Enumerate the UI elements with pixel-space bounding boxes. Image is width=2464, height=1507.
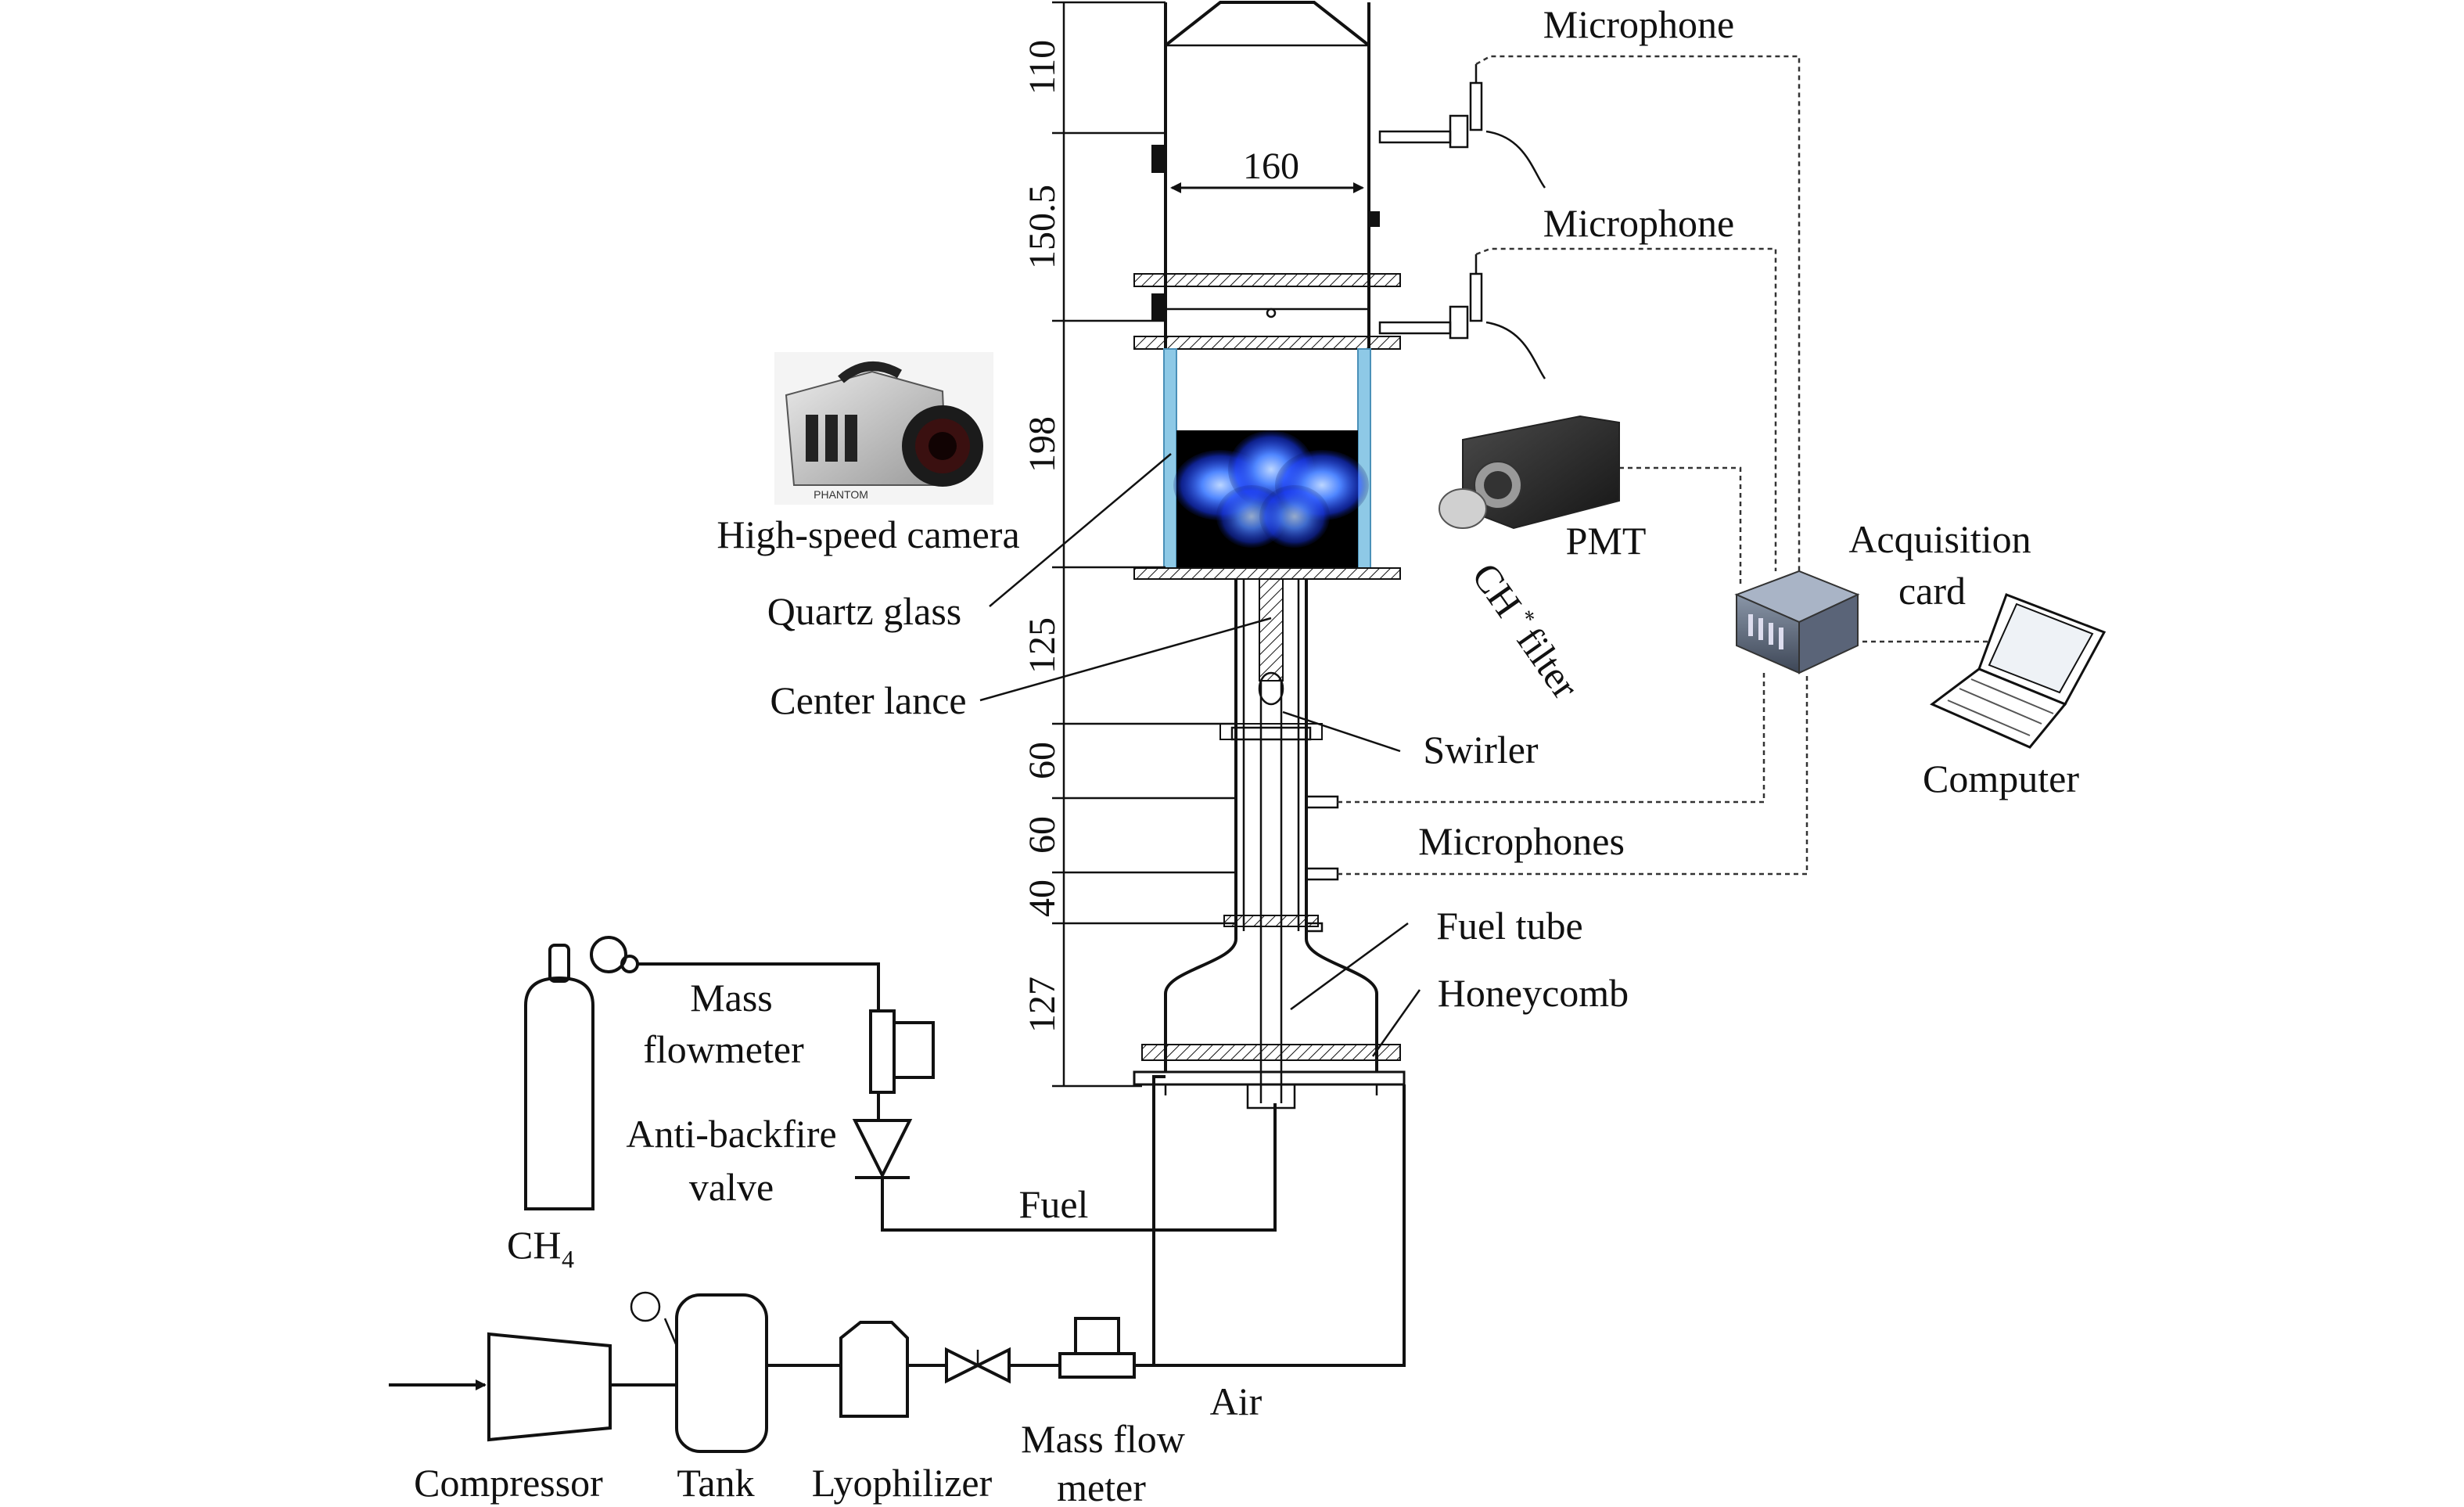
- dim-150-5: 150.5: [1022, 185, 1063, 269]
- label-microphones: Microphones: [1418, 819, 1625, 863]
- air-line: [389, 1075, 1406, 1453]
- leader-lines: [979, 453, 1421, 1057]
- dim-125: 125: [1022, 617, 1063, 674]
- label-air: Air: [1210, 1379, 1263, 1423]
- label-mass-flow-meter-line1: Mass flow: [1021, 1417, 1185, 1461]
- label-anti-backfire-line2: valve: [689, 1165, 774, 1209]
- acquisition-card-icon: [1734, 570, 1860, 674]
- label-compressor: Compressor: [414, 1461, 603, 1505]
- label-microphone-mid: Microphone: [1543, 201, 1734, 245]
- dim-40: 40: [1022, 879, 1063, 917]
- label-mass-flowmeter-line1: Mass: [690, 976, 773, 1020]
- label-swirler: Swirler: [1423, 728, 1539, 771]
- ch4-cylinder-icon: [524, 936, 639, 1210]
- camera-brand-text: PHANTOM: [814, 488, 868, 501]
- label-computer: Computer: [1923, 757, 2079, 800]
- label-tank: Tank: [677, 1461, 754, 1505]
- label-fuel: Fuel: [1019, 1182, 1089, 1226]
- svg-text:filter: filter: [1508, 619, 1588, 707]
- label-ch-filter: CH * filter: [1464, 555, 1588, 707]
- tank-icon: [675, 1293, 768, 1453]
- computer-icon: [1930, 593, 2107, 749]
- label-anti-backfire-line1: Anti-backfire: [626, 1112, 836, 1156]
- dim-60-b: 60: [1022, 816, 1063, 854]
- label-mass-flowmeter-line2: flowmeter: [643, 1027, 804, 1071]
- label-acquisition-line2: card: [1898, 569, 1966, 613]
- label-quartz-glass: Quartz glass: [767, 589, 962, 633]
- mass-flowmeter-fuel-icon: [869, 1009, 935, 1094]
- label-pmt: PMT: [1566, 519, 1647, 563]
- label-ch4: CH: [507, 1223, 561, 1267]
- label-acquisition-line1: Acquisition: [1848, 517, 2031, 561]
- signal-wires: [1338, 55, 2006, 876]
- label-honeycomb: Honeycomb: [1438, 971, 1629, 1015]
- high-speed-camera-icon: PHANTOM: [774, 352, 993, 505]
- upper-duct-flanges: [1133, 145, 1401, 350]
- label-lyophilizer: Lyophilizer: [812, 1461, 993, 1505]
- pressure-gauge-icon: [630, 1291, 661, 1322]
- label-ch4-sub: 4: [562, 1245, 574, 1273]
- compressor-icon: [487, 1332, 612, 1442]
- pmt-icon: [1439, 415, 1620, 530]
- label-fuel-tube: Fuel tube: [1436, 904, 1582, 948]
- mass-flow-meter-air-icon: [1058, 1352, 1136, 1379]
- fuel-pipe: [638, 962, 1277, 1232]
- quartz-base-plate: [1133, 567, 1401, 580]
- dim-160: 160: [1243, 146, 1299, 187]
- dim-198: 198: [1022, 416, 1063, 473]
- label-microphone-top: Microphone: [1543, 2, 1734, 46]
- label-center-lance: Center lance: [770, 678, 966, 722]
- flame-image: [1173, 430, 1369, 548]
- microphone-mid-icon: [1378, 254, 1546, 379]
- dim-110: 110: [1022, 40, 1063, 95]
- quartz-window: [1163, 348, 1371, 569]
- burner-section: [1133, 578, 1406, 1110]
- dim-127: 127: [1022, 976, 1063, 1033]
- dimension-lines: [1052, 1, 1364, 1088]
- dim-60-a: 60: [1022, 742, 1063, 779]
- label-mass-flow-meter-line2: meter: [1057, 1466, 1146, 1507]
- anti-backfire-valve-icon: [852, 1119, 913, 1179]
- label-high-speed-camera: High-speed camera: [717, 513, 1019, 556]
- lyophilizer-icon: [839, 1321, 909, 1418]
- microphone-top-icon: [1378, 64, 1546, 189]
